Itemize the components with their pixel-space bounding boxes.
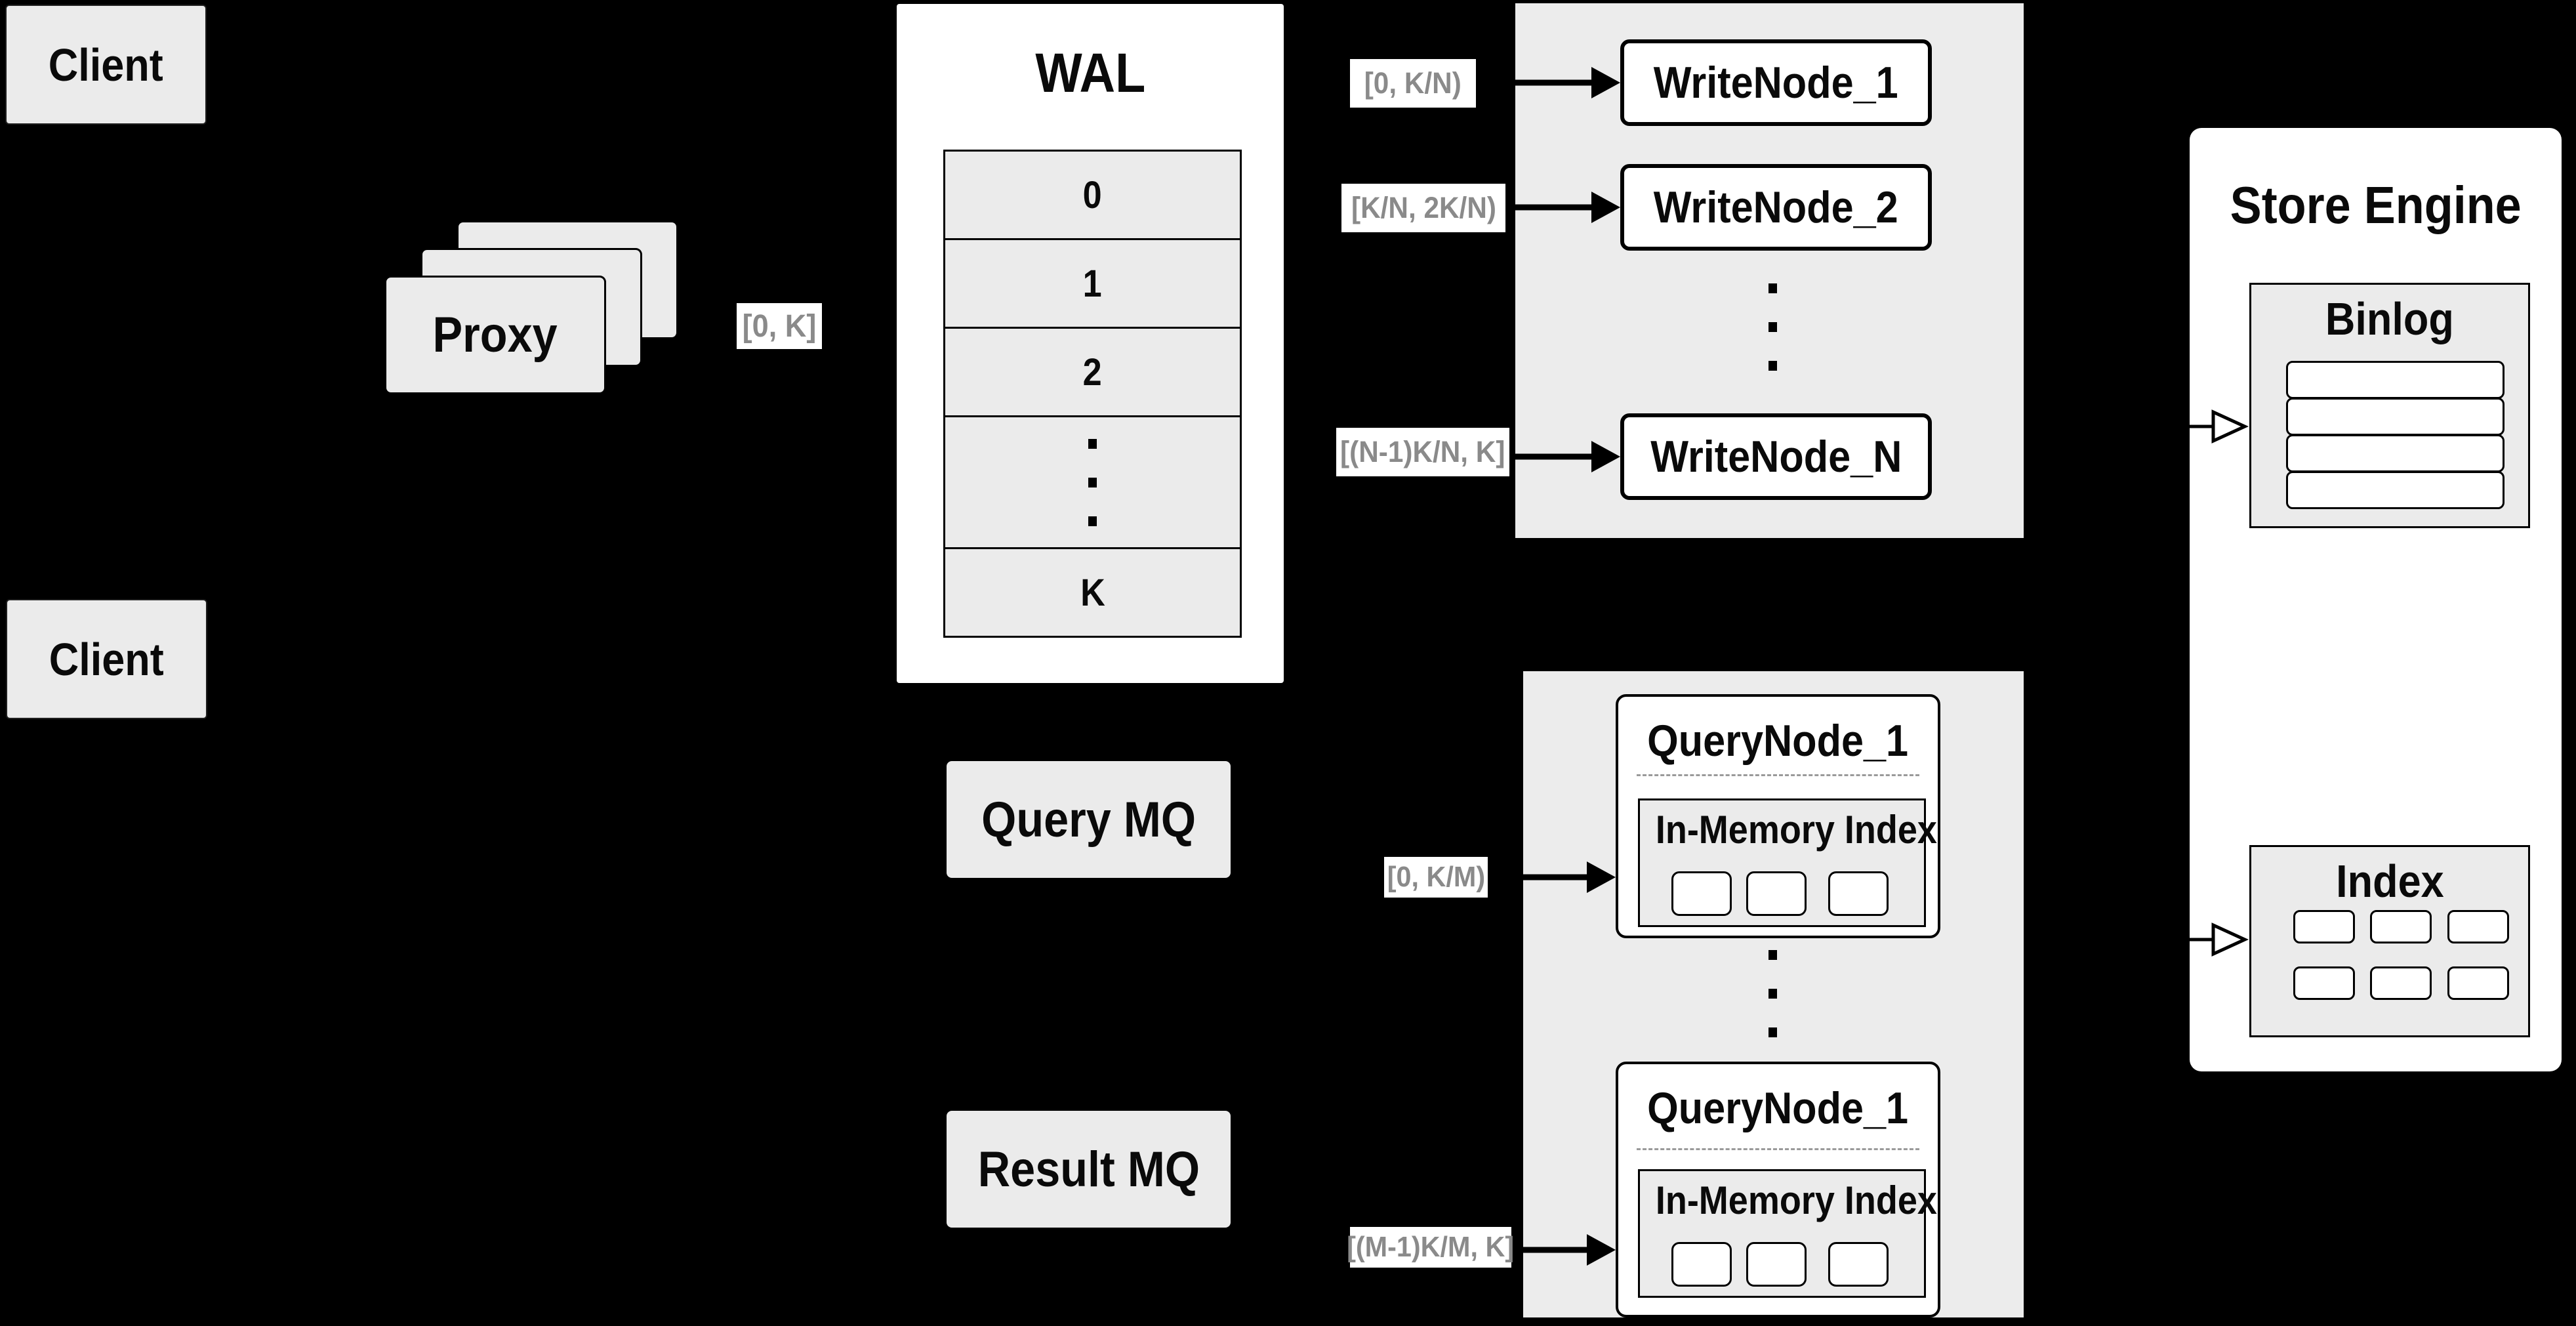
in-memory-segment-cell [1746, 871, 1807, 916]
query-node-box-2: QueryNode_1 In-Memory Index [1616, 1062, 1940, 1317]
range-label-querynode-2: [(M-1)K/M, K] [1347, 1227, 1515, 1268]
arrow-wal-to-writenode-n-icon [1515, 441, 1620, 472]
range-label-writenode-2: [K/N, 2K/N) [1341, 184, 1505, 232]
index-cell [2293, 910, 2355, 943]
index-cell [2447, 966, 2509, 1000]
range-label-proxy-out: [0, K] [737, 303, 822, 349]
binlog-row [2286, 471, 2504, 509]
client-top-box: Client [5, 5, 207, 125]
arrow-querymq-to-querynode-1-icon [1517, 861, 1616, 893]
write-node-box-2: WriteNode_2 [1620, 164, 1932, 251]
wal-title: WAL [1035, 41, 1145, 104]
wal-ellipsis-row [945, 415, 1240, 547]
in-memory-segment-cell [1671, 871, 1732, 916]
query-node-divider [1637, 774, 1919, 776]
range-label-writenode-1: [0, K/N) [1350, 59, 1476, 108]
query-node-box-1: QueryNode_1 In-Memory Index [1616, 694, 1940, 938]
index-cell [2370, 910, 2432, 943]
range-label-querynode-1: [0, K/M) [1384, 857, 1488, 898]
arrow-resultmq-to-querynode-2-icon [1517, 1234, 1616, 1266]
query-node-ellipsis-icon [1755, 950, 1789, 1037]
in-memory-index-box: In-Memory Index [1638, 1169, 1937, 1298]
wal-segment-row: 2 [945, 327, 1240, 415]
binlog-row [2286, 361, 2504, 399]
index-cell [2293, 966, 2355, 1000]
store-engine-title: Store Engine [2230, 176, 2522, 234]
query-node-title: QueryNode_1 [1647, 1083, 1909, 1133]
vertical-ellipsis-icon [1088, 438, 1097, 526]
arrow-into-index-icon [2188, 922, 2249, 957]
range-label-writenode-n: [(N-1)K/N, K] [1336, 428, 1509, 476]
index-cell [2370, 966, 2432, 1000]
query-mq-box: Query MQ [947, 761, 1231, 878]
wal-segment-row: K [945, 547, 1240, 636]
binlog-title: Binlog [2325, 293, 2454, 344]
wal-segment-row: 0 [945, 152, 1240, 238]
in-memory-segment-cell [1828, 871, 1889, 916]
index-box: Index [2249, 845, 2530, 1037]
arrow-wal-to-writenode-2-icon [1515, 192, 1620, 223]
in-memory-index-title: In-Memory Index [1655, 1178, 1937, 1222]
in-memory-segment-cell [1746, 1242, 1807, 1287]
store-engine-box: Store Engine Binlog Index [2190, 128, 2562, 1071]
in-memory-index-box: In-Memory Index [1638, 798, 1937, 927]
query-node-title: QueryNode_1 [1647, 716, 1909, 766]
binlog-row [2286, 398, 2504, 436]
in-memory-segment-cell [1828, 1242, 1889, 1287]
binlog-box: Binlog [2249, 283, 2530, 528]
query-node-divider [1637, 1148, 1919, 1150]
write-node-box-n: WriteNode_N [1620, 413, 1932, 500]
in-memory-segment-cell [1671, 1242, 1732, 1287]
client-bottom-label: Client [49, 633, 164, 685]
wal-segment-row: 1 [945, 238, 1240, 327]
arrow-into-binlog-icon [2188, 409, 2249, 444]
wal-segment-table: 0 1 2 K [943, 150, 1242, 638]
proxy-card-front: Proxy [384, 276, 606, 394]
client-top-label: Client [48, 39, 163, 91]
proxy-label: Proxy [432, 307, 558, 363]
client-bottom-box: Client [6, 599, 207, 719]
index-cell [2447, 910, 2509, 943]
write-node-ellipsis-icon [1755, 283, 1789, 371]
write-node-box-1: WriteNode_1 [1620, 39, 1932, 126]
index-title: Index [2335, 856, 2444, 907]
binlog-row [2286, 434, 2504, 472]
arrow-wal-to-writenode-1-icon [1515, 67, 1620, 98]
in-memory-index-title: In-Memory Index [1655, 808, 1937, 852]
result-mq-box: Result MQ [947, 1111, 1231, 1228]
